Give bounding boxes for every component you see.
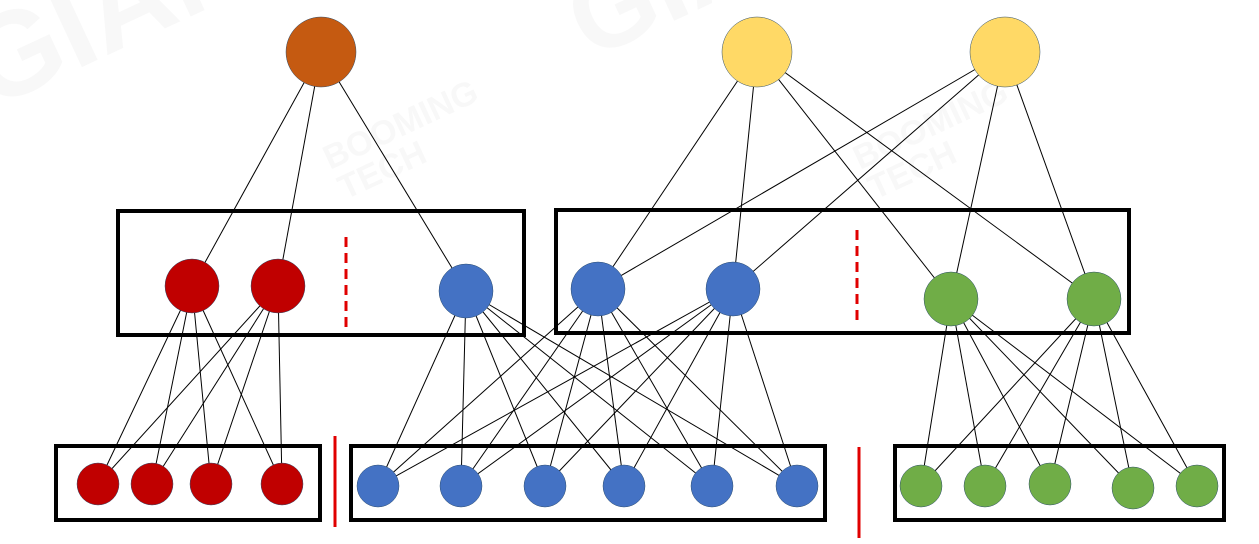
edge-green-mid-1-to-green-leaf-1 — [920, 298, 952, 487]
node-green-leaf-5 — [1175, 464, 1219, 508]
node-orange-root — [285, 16, 357, 88]
edge-yellow-root-1-to-blue-mid-3 — [732, 51, 758, 290]
bottom-group-box-red — [54, 444, 322, 522]
edge-red-mid-1-to-red-leaf-2 — [151, 285, 193, 485]
bottom-group-box-blue — [349, 444, 827, 522]
edge-green-mid-2-to-green-leaf-3 — [1049, 298, 1095, 485]
edge-green-mid-1-to-green-leaf-5 — [950, 298, 1198, 487]
node-blue-mid-1 — [438, 263, 494, 319]
edge-blue-mid-3-to-blue-leaf-4 — [623, 288, 734, 487]
edge-green-mid-2-to-green-leaf-5 — [1093, 298, 1198, 487]
node-blue-leaf-4 — [602, 464, 646, 508]
edge-blue-mid-3-to-blue-leaf-1 — [377, 288, 734, 487]
edge-yellow-root-1-to-blue-mid-2 — [597, 51, 758, 290]
edge-red-mid-2-to-red-leaf-4 — [277, 285, 283, 485]
edge-yellow-root-2-to-blue-mid-2 — [597, 51, 1006, 290]
node-green-leaf-1 — [899, 464, 943, 508]
edge-orange-root-to-blue-mid-1 — [320, 51, 467, 292]
node-blue-mid-3 — [705, 261, 761, 317]
edge-green-mid-1-to-green-leaf-2 — [950, 298, 986, 487]
edge-yellow-root-2-to-green-mid-2 — [1004, 51, 1095, 300]
node-yellow-root-1 — [721, 16, 793, 88]
nodes — [76, 16, 1219, 510]
node-green-leaf-3 — [1028, 462, 1072, 506]
edge-blue-mid-1-to-blue-leaf-6 — [465, 290, 798, 487]
node-red-mid-2 — [250, 258, 306, 314]
middle-group-box-left — [116, 209, 526, 337]
edge-red-mid-1-to-red-leaf-4 — [191, 285, 283, 485]
edge-blue-mid-3-to-blue-leaf-2 — [460, 288, 734, 487]
edge-blue-mid-1-to-blue-leaf-2 — [460, 290, 467, 487]
node-red-leaf-2 — [130, 462, 174, 506]
edge-green-mid-2-to-green-leaf-4 — [1093, 298, 1134, 489]
edge-red-mid-1-to-red-leaf-1 — [97, 285, 193, 485]
edge-blue-mid-1-to-blue-leaf-5 — [465, 290, 713, 487]
edge-green-mid-2-to-green-leaf-2 — [984, 298, 1095, 487]
edge-blue-mid-2-to-blue-leaf-4 — [597, 288, 625, 487]
node-green-mid-1 — [923, 271, 979, 327]
edge-green-mid-2-to-green-leaf-1 — [920, 298, 1095, 487]
edge-red-mid-2-to-red-leaf-2 — [151, 285, 279, 485]
edge-blue-mid-1-to-blue-leaf-3 — [465, 290, 546, 487]
edge-blue-mid-1-to-blue-leaf-4 — [465, 290, 625, 487]
edge-green-mid-1-to-green-leaf-3 — [950, 298, 1051, 485]
node-blue-leaf-6 — [775, 464, 819, 508]
edge-green-mid-1-to-green-leaf-4 — [950, 298, 1134, 489]
edge-orange-root-to-red-mid-1 — [191, 51, 322, 287]
node-blue-leaf-5 — [690, 464, 734, 508]
edge-blue-mid-2-to-blue-leaf-1 — [377, 288, 599, 487]
edge-red-mid-2-to-red-leaf-1 — [97, 285, 279, 485]
group-dividers — [333, 230, 861, 538]
edge-blue-mid-2-to-blue-leaf-5 — [597, 288, 713, 487]
edge-blue-mid-1-to-blue-leaf-1 — [377, 290, 467, 487]
edge-blue-mid-2-to-blue-leaf-6 — [597, 288, 798, 487]
middle-group-box-right — [554, 208, 1131, 335]
node-red-mid-1 — [164, 258, 220, 314]
node-red-leaf-3 — [189, 462, 233, 506]
edge-blue-mid-2-to-blue-leaf-3 — [544, 288, 599, 487]
edges — [97, 51, 1198, 489]
node-green-mid-2 — [1066, 271, 1122, 327]
node-yellow-root-2 — [969, 16, 1041, 88]
edge-blue-mid-3-to-blue-leaf-3 — [544, 288, 734, 487]
edge-yellow-root-1-to-green-mid-1 — [756, 51, 952, 300]
node-green-leaf-2 — [963, 464, 1007, 508]
edge-red-mid-1-to-red-leaf-3 — [191, 285, 212, 485]
edge-yellow-root-1-to-green-mid-2 — [756, 51, 1095, 300]
node-red-leaf-4 — [260, 462, 304, 506]
edge-blue-mid-3-to-blue-leaf-5 — [711, 288, 734, 487]
edge-blue-mid-3-to-blue-leaf-6 — [732, 288, 798, 487]
edge-yellow-root-2-to-green-mid-1 — [950, 51, 1006, 300]
node-blue-mid-2 — [570, 261, 626, 317]
node-red-leaf-1 — [76, 462, 120, 506]
node-blue-leaf-1 — [356, 464, 400, 508]
edge-yellow-root-2-to-blue-mid-3 — [732, 51, 1006, 290]
edge-blue-mid-2-to-blue-leaf-2 — [460, 288, 599, 487]
edge-red-mid-2-to-red-leaf-3 — [210, 285, 279, 485]
watermark-brand-1: GIANT — [0, 0, 339, 134]
node-blue-leaf-3 — [523, 464, 567, 508]
node-blue-leaf-2 — [439, 464, 483, 508]
edge-orange-root-to-red-mid-2 — [277, 51, 322, 287]
node-green-leaf-4 — [1111, 466, 1155, 510]
